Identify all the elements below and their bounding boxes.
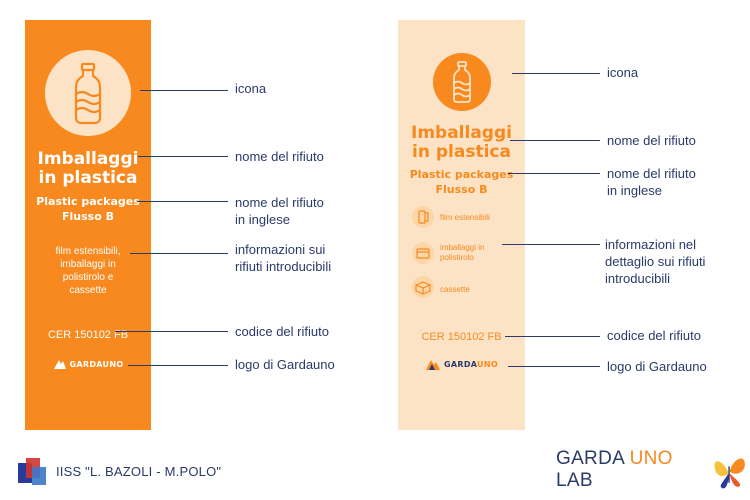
waste-info-line: film estensibili, <box>55 246 121 257</box>
label-mockup-orange: Imballaggi in plastica Plastic packages … <box>25 20 151 430</box>
gardauno-logo-icon <box>53 360 66 369</box>
waste-item-label-line: imballaggi in <box>440 243 485 252</box>
flow-label: Flusso B <box>62 210 114 223</box>
callout-icon: icona <box>607 65 639 80</box>
gardauno-logo: GARDAUNO <box>398 357 525 371</box>
waste-name: Imballaggi in plastica <box>25 150 151 188</box>
plastic-bottle-icon <box>453 61 471 103</box>
gardauno-lab-branding: GARDA UNO LAB <box>556 448 750 492</box>
logo-text-uno: UNO <box>477 359 498 369</box>
callout-line: rifiuti introducibili <box>235 259 332 274</box>
gardauno-logo-text: GARDAUNO <box>69 359 124 369</box>
callout-waste-name: nome del rifiuto <box>607 133 696 148</box>
callout-line: informazioni sui <box>235 242 326 257</box>
gardauno-logo-icon <box>426 360 441 370</box>
lab-name-lab: LAB <box>556 470 593 491</box>
cer-code: CER 150102 FB <box>421 331 502 343</box>
leader-line-english-name <box>508 173 600 174</box>
lab-name-uno: UNO <box>629 448 673 469</box>
waste-name-english-line: Plastic packages <box>409 168 514 181</box>
waste-name-line: Imballaggi <box>411 123 512 143</box>
leader-line-code <box>505 336 600 337</box>
flow-label: Flusso B <box>435 183 488 196</box>
waste-name-line: in plastica <box>412 142 511 162</box>
callout-line: dettaglio sui rifiuti <box>605 254 706 269</box>
callout-line: in inglese <box>607 183 662 198</box>
waste-info-line: cassette <box>69 285 107 296</box>
plastic-bottle-icon <box>74 62 102 125</box>
logo-text-garda: GARDA <box>444 359 478 369</box>
label-mockup-peach: Imballaggi in plastica Plastic packages … <box>398 20 525 430</box>
callout-line: nome del rifiuto <box>235 195 324 210</box>
icon-circle <box>433 53 491 111</box>
waste-name-english-line: Plastic packages <box>36 195 140 208</box>
waste-info: film estensibili, imballaggi in polistir… <box>25 245 151 297</box>
waste-name: Imballaggi in plastica <box>398 124 525 162</box>
school-branding: IISS "L. BAZOLI - M.POLO" <box>16 455 221 487</box>
leader-line-icon <box>140 90 228 91</box>
leader-line-logo <box>508 366 600 367</box>
callout-line: introducibili <box>605 271 671 286</box>
callout-info: informazioni sui rifiuti introducibili <box>235 241 331 275</box>
lab-name: GARDA UNO LAB <box>556 448 702 492</box>
film-roll-icon <box>412 206 434 228</box>
leader-line-icon <box>512 73 600 74</box>
school-logo-icon <box>18 458 46 485</box>
crate-icon <box>412 276 434 298</box>
waste-item-label: film estensibili <box>440 213 490 222</box>
lab-name-garda: GARDA <box>556 448 630 469</box>
polystyrene-box-icon <box>412 242 434 264</box>
leader-line-info <box>502 244 600 245</box>
waste-item-label: imballaggi in polistirolo <box>440 243 520 263</box>
callout-code: codice del rifiuto <box>235 324 329 339</box>
waste-name-english: Plastic packages Flusso B <box>398 167 525 197</box>
waste-info-line: polistirolo e <box>62 272 114 283</box>
callout-code: codice del rifiuto <box>607 328 701 343</box>
school-name: IISS "L. BAZOLI - M.POLO" <box>56 463 222 479</box>
callout-waste-name: nome del rifiuto <box>235 149 324 164</box>
leader-line-name <box>510 140 600 141</box>
callout-logo: logo di Gardauno <box>235 357 335 372</box>
callout-english-name: nome del rifiuto in inglese <box>607 165 696 199</box>
callout-line: nome del rifiuto <box>607 166 696 181</box>
waste-name-line: Imballaggi <box>37 149 139 169</box>
callout-english-name: nome del rifiuto in inglese <box>235 194 324 228</box>
butterfly-logo-icon <box>714 458 745 489</box>
waste-item-label-line: polistirolo <box>440 253 474 262</box>
gardauno-logo-text: GARDAUNO <box>444 360 498 369</box>
cer-code: CER 150102 FB <box>47 329 129 341</box>
callout-line: in inglese <box>235 212 290 227</box>
leader-line-info <box>130 253 228 254</box>
callout-logo: logo di Gardauno <box>607 359 707 374</box>
callout-icon: icona <box>235 81 267 96</box>
waste-name-english: Plastic packages Flusso B <box>25 194 151 224</box>
leader-line-english-name <box>137 201 228 202</box>
callout-line: informazioni nel <box>605 237 697 252</box>
gardauno-logo: GARDAUNO <box>25 358 151 370</box>
leader-line-logo <box>128 365 228 366</box>
waste-info-line: imballaggi in <box>60 259 116 270</box>
waste-name-line: in plastica <box>38 168 138 188</box>
leader-line-name <box>138 156 228 157</box>
callout-info: informazioni nel dettaglio sui rifiuti i… <box>605 236 705 287</box>
waste-item-label: cassette <box>440 285 470 294</box>
icon-circle <box>45 50 131 136</box>
leader-line-code <box>115 331 228 332</box>
